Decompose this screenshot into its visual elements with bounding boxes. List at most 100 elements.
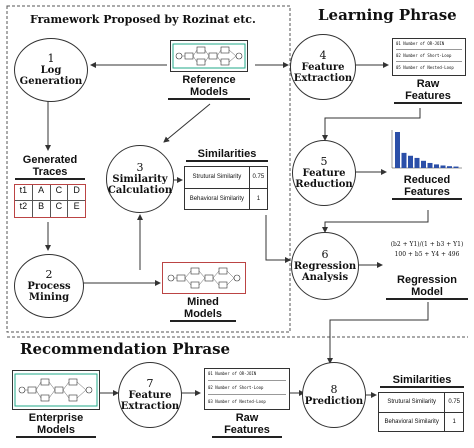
arrow-ref-to-sim (163, 103, 211, 143)
step-5-circle: 5 Feature Reduction (292, 140, 356, 206)
step-label: Extraction (120, 401, 180, 412)
feature-row: 02 Number of Short-Loop (208, 380, 286, 390)
trace-cell: B (33, 201, 51, 217)
similarities-top-title: Similarities (186, 148, 268, 162)
step-label: Log (40, 65, 62, 76)
step-number: 1 (47, 52, 55, 65)
feature-name: Number of Nested-Loop (403, 65, 454, 70)
similarities-bottom-table: Strutural Similarity 0.75 Behavioral Sim… (377, 392, 464, 432)
caption-line: Features (405, 90, 451, 102)
regression-model-caption: Regression Model (386, 274, 468, 300)
caption-line: Reference (182, 74, 236, 86)
learning-phase-title: Learning Phrase (318, 6, 457, 24)
process-model-graphic (167, 267, 241, 289)
step-label: Extraction (293, 73, 353, 84)
trace-row: t1 A C D (15, 185, 85, 201)
feature-id: 01 (396, 41, 401, 46)
formula-line: (b2 + Y1)/(1 + b3 + Y1) (390, 241, 464, 248)
step-8-circle: 8 Prediction (302, 362, 366, 428)
process-model-graphic (14, 373, 98, 407)
feature-row: 05 Number of Nested-Loop (396, 61, 462, 70)
step-4-circle: 4 Feature Extraction (290, 34, 356, 100)
arrow-raw-to-reduction (322, 108, 421, 141)
reduced-feature-bar (453, 166, 459, 168)
reduced-feature-bar (440, 165, 446, 168)
caption-line: Models (37, 424, 75, 436)
similarity-label: Strutural Similarity (184, 166, 250, 189)
caption-line: Raw (416, 78, 440, 90)
step-2-circle: 2 Process Mining (14, 254, 84, 318)
feature-name: Number of OR-JOIN (403, 41, 445, 46)
trace-row: t2 B C E (15, 201, 85, 217)
trace-cell: C (51, 201, 69, 217)
similarity-label: Behavioral Similarity (377, 411, 446, 432)
feature-row: 02 Number of Short-Loop (396, 49, 462, 58)
formula-line: 100 + b5 + Y4 + 496 (394, 251, 460, 258)
feature-rows: 01 Number of OR-JOIN 02 Number of Short-… (393, 39, 465, 72)
feature-id: 01 (208, 371, 213, 376)
step-label: Feature (301, 62, 345, 73)
raw-features-bottom-table: 01 Number of OR-JOIN 02 Number of Short-… (204, 368, 290, 410)
reduced-features-caption: Reduced Features (392, 174, 462, 200)
similarity-row: Behavioral Similarity 1 (377, 411, 464, 432)
step-label: Feature (128, 390, 172, 401)
caption-line: Traces (32, 166, 68, 178)
step-label: Calculation (107, 185, 173, 196)
feature-name: Number of Short-Loop (215, 385, 264, 390)
caption-line: Models (184, 308, 222, 320)
reduced-feature-bar (401, 152, 407, 168)
feature-rows: 01 Number of OR-JOIN 02 Number of Short-… (205, 369, 289, 406)
trace-cell: t1 (15, 185, 33, 201)
arrow-model-to-prediction (327, 302, 429, 364)
similarity-row: Strutural Similarity 0.75 (184, 166, 269, 189)
step-label: Mining (28, 292, 70, 303)
caption-line: Regression (397, 274, 457, 286)
caption-line: Enterprise (28, 412, 84, 424)
caption-line: Mined (187, 296, 219, 308)
reduced-features-chart (388, 128, 464, 170)
step-label: Process (27, 281, 71, 292)
step-label: Feature (302, 168, 346, 179)
reduced-feature-bar (414, 157, 420, 168)
mined-models-thumbnail (162, 262, 246, 294)
step-6-circle: 6 Regression Analysis (291, 232, 359, 300)
step-label: Reduction (295, 179, 353, 190)
feature-id: 03 (208, 399, 213, 404)
arrow-sim-to-regression (265, 215, 291, 263)
caption-line: Model (411, 286, 443, 298)
step-number: 7 (146, 377, 154, 390)
caption-line: Models (190, 86, 228, 98)
enterprise-models-thumbnail (12, 370, 100, 410)
step-3-circle: 3 Similarity Calculation (106, 145, 174, 213)
recommendation-phase-title: Recommendation Phrase (20, 340, 231, 358)
similarity-value: 1 (444, 411, 464, 432)
generated-traces-caption: Generated Traces (15, 154, 85, 180)
similarities-top-table: Strutural Similarity 0.75 Behavioral Sim… (184, 166, 269, 210)
caption-line: Features (404, 186, 450, 198)
step-7-circle: 7 Feature Extraction (118, 362, 182, 428)
reduced-feature-bar (427, 162, 433, 168)
raw-features-top-table: 01 Number of OR-JOIN 02 Number of Short-… (392, 38, 466, 76)
similarity-row: Behavioral Similarity 1 (184, 187, 269, 210)
traces-table: t1 A C D t2 B C E (14, 184, 86, 218)
similarities-bottom-title: Similarities (380, 374, 464, 388)
reduced-feature-bar (434, 164, 439, 168)
reduced-feature-bar (408, 155, 413, 168)
caption-line: Features (224, 424, 270, 436)
feature-name: Number of Short-Loop (403, 53, 452, 58)
step-number: 2 (45, 268, 53, 281)
similarity-value: 0.75 (248, 166, 269, 189)
feature-row: 03 Number of Nested-Loop (208, 394, 286, 404)
step-label: Analysis (301, 272, 349, 283)
arrow-reduced-to-regression (322, 210, 429, 233)
framework-frame (6, 5, 291, 333)
step-number: 4 (319, 49, 327, 62)
step-1-circle: 1 Log Generation (14, 38, 88, 102)
trace-cell: t2 (15, 201, 33, 217)
similarity-label: Behavioral Similarity (184, 187, 250, 210)
feature-id: 02 (208, 385, 213, 390)
similarity-value: 0.75 (444, 392, 464, 413)
trace-cell: E (73, 201, 80, 211)
reference-models-thumbnail (170, 40, 248, 72)
